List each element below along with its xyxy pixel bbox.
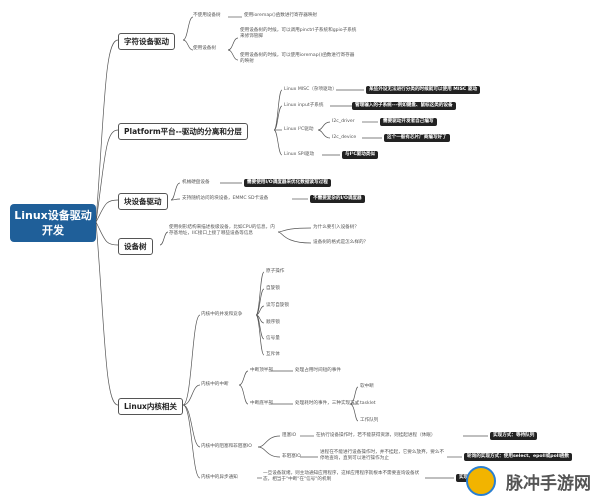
- node-rw-spinlock: 读写自旋锁: [266, 303, 289, 308]
- node-concurrency: 内核中的并发和竞争: [201, 312, 243, 317]
- watermark-text: 脉冲手游网: [506, 474, 591, 494]
- node-async: 内核中的异步通知: [201, 475, 238, 480]
- node-atomic: 原子操作: [266, 269, 285, 274]
- branch-kernel: Linux内核相关: [118, 398, 183, 415]
- note-mech-disk: 需要使用I/O调度器来优化数据读写过程: [244, 179, 331, 187]
- note-top-half: 处理占用时间短的事件: [295, 368, 341, 373]
- watermark-logo-icon: [466, 466, 496, 496]
- node-i2c-driver: I2c_driver: [332, 119, 355, 124]
- note-i2c-driver: 需要驱动开发者自己编写: [380, 118, 437, 126]
- root-title: Linux设备驱动开发: [14, 209, 92, 237]
- node-no-dt-ioremap: 使用ioremap()函数进行寄存器映射: [244, 13, 318, 18]
- branch-devtree-label: 设备树: [124, 242, 147, 251]
- root-node: Linux设备驱动开发: [10, 204, 96, 242]
- branch-kernel-label: Linux内核相关: [124, 402, 177, 411]
- note-bottom-half: 处理耗时的事件，三种实现方式: [295, 401, 360, 406]
- note-blocking-io: 在执行设备操作时，若不能获得资源，则挂起进程（休眠）: [316, 433, 436, 438]
- node-use-dt-ioremap: 使用设备树的时候，可以使用ioremap()函数进行寄存器的映射: [240, 53, 355, 64]
- note-random-access: 不需要复杂的I/O调度器: [310, 195, 365, 203]
- note-spi: 与I²C驱动类似: [342, 151, 379, 159]
- node-mech-disk: 机械硬盘设备: [182, 180, 210, 185]
- branch-platform: Platform平台--驱动的分离和分层: [118, 123, 248, 140]
- node-semaphore: 信号量: [266, 336, 280, 341]
- node-tasklet: tasklet: [360, 401, 376, 406]
- node-spi: Linux SPI驱动: [284, 152, 315, 157]
- branch-block-driver: 块设备驱动: [118, 193, 168, 210]
- note-i2c-device: 这个一般有芯片厂商编写好了: [384, 134, 450, 142]
- impl-nonblocking-io: 轮询的实现方式：使用select、epoll或poll函数: [464, 453, 573, 461]
- note-misc: 某些外设无法进行分类的时候就可以使用 MISC 驱动: [366, 86, 481, 94]
- branch-device-tree: 设备树: [118, 238, 153, 255]
- node-workqueue: 工作队列: [360, 418, 379, 423]
- node-mutex: 互斥体: [266, 352, 280, 357]
- node-i2c: Linux I²C驱动: [284, 127, 314, 132]
- node-use-dt-pinctrl: 使用设备树的时候，可以调用pinctrl子系统和gpio子系统来修饰管脚: [240, 28, 357, 39]
- branch-block-label: 块设备驱动: [124, 197, 162, 206]
- node-use-dt: 使用设备树: [193, 46, 216, 51]
- node-spinlock: 自旋锁: [266, 286, 280, 291]
- node-misc: Linux MISC（杂项驱动）: [284, 87, 337, 92]
- note-input: 管理输入的子系统---例如键盘、鼠标这类的设备: [352, 102, 456, 110]
- node-devtree-desc: 使用树形结构来描述板级设备，比如CPU的信息，内存基地址，IIC接口上接了哪些设…: [169, 225, 275, 236]
- node-no-dt: 不使用设备树: [193, 13, 221, 18]
- node-devtree-format: 设备树的格式是怎么样的？: [313, 240, 369, 245]
- node-random-access: 支持随机访问的块设备，EMMC SD卡设备: [182, 196, 269, 201]
- node-softirq: 软中断: [360, 384, 374, 389]
- node-io: 内核中的阻塞和非阻塞IO: [201, 444, 252, 449]
- node-i2c-device: I2c_device: [332, 135, 357, 140]
- node-seqlock: 顺序锁: [266, 320, 280, 325]
- node-top-half: 中断顶半部: [250, 368, 273, 373]
- node-devtree-why: 为什么要引入设备树？: [313, 225, 359, 230]
- note-async: 一旦设备就绪，则主动通知应用程序，这样应用程序就根本不需要查询设备状态，相当于"…: [263, 471, 420, 482]
- branch-char-label: 字符设备驱动: [124, 37, 169, 46]
- impl-blocking-io: 实现方式：等待队列: [490, 432, 538, 440]
- node-bottom-half: 中断底半部: [250, 401, 273, 406]
- node-blocking-io: 阻塞IO: [282, 433, 297, 438]
- node-input: Linux input子系统: [284, 103, 324, 108]
- branch-platform-label: Platform平台--驱动的分离和分层: [124, 127, 242, 136]
- node-interrupt: 内核中的中断: [201, 382, 229, 387]
- branch-char-driver: 字符设备驱动: [118, 33, 175, 50]
- note-nonblocking-io: 进程在不能进行设备操作时，并不挂起，它要么放弃，要么不停地查询，直到可以进行操作…: [320, 450, 445, 461]
- node-nonblocking-io: 非阻塞IO: [282, 454, 301, 459]
